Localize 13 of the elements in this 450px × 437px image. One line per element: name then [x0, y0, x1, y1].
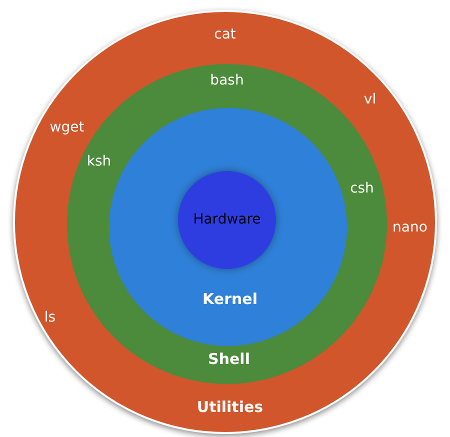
command-label: bash: [210, 73, 244, 89]
command-label: ls: [44, 310, 56, 326]
command-label: wget: [50, 120, 84, 136]
command-label: ksh: [86, 154, 112, 170]
command-label: nano: [392, 220, 428, 236]
command-label: vl: [364, 92, 376, 108]
core-circle: [178, 171, 276, 269]
layer-title: Hardware: [193, 212, 261, 228]
command-label: csh: [350, 181, 374, 197]
layer-title: Utilities: [196, 398, 264, 416]
command-label: cat: [214, 27, 236, 43]
layer-title: Shell: [208, 350, 250, 368]
layer-title: Kernel: [202, 290, 258, 308]
